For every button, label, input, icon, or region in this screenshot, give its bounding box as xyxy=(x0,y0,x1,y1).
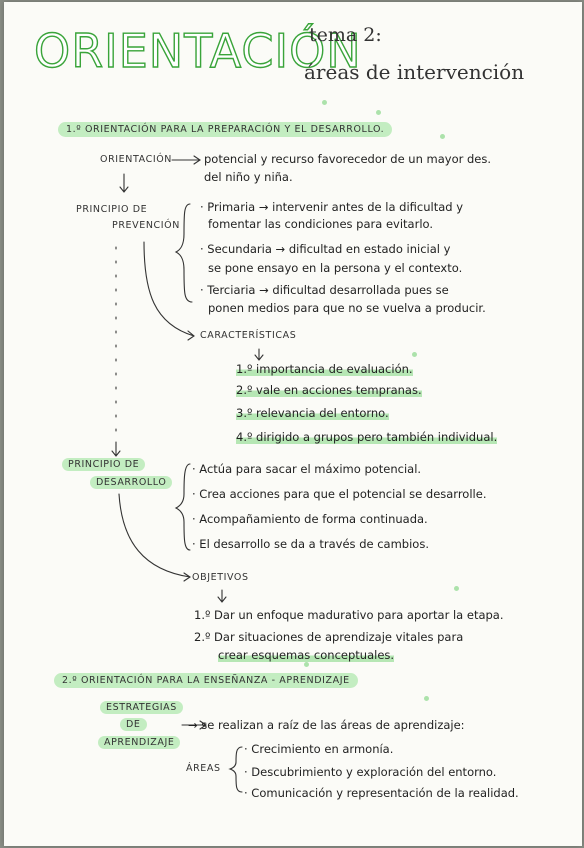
highlighter-dot xyxy=(322,100,327,105)
primaria-line2: fomentar las condiciones para evitarlo. xyxy=(208,217,434,231)
highlighter-dot xyxy=(304,662,309,667)
highlighter-dot xyxy=(454,586,459,591)
notebook-page: ORIENTACIÓN tema 2: áreas de intervenció… xyxy=(4,2,582,846)
terciaria-line2: ponen medios para que no se vuelva a pro… xyxy=(208,301,486,315)
section-1-heading: 1.º ORIENTACIÓN PARA LA PREPARACIÓN Y EL… xyxy=(58,122,393,137)
terciaria-line1: · Terciaria → dificultad desarrollada pu… xyxy=(200,283,449,297)
primaria-line1: · Primaria → intervenir antes de la difi… xyxy=(200,200,464,214)
estrategias-label-line3: APRENDIZAJE xyxy=(98,736,181,749)
topic-title: áreas de intervención xyxy=(304,60,525,84)
objetivo-item-continuation: crear esquemas conceptuales. xyxy=(218,648,395,662)
objetivo-item: 2.º Dar situaciones de aprendizaje vital… xyxy=(194,630,464,644)
desarrollo-label-line1: PRINCIPIO DE xyxy=(62,458,146,471)
prevencion-label-line2: PREVENCIÓN xyxy=(112,220,180,231)
area-item: · Descubrimiento y exploración del entor… xyxy=(244,765,497,779)
connector-lines xyxy=(111,155,264,793)
caracteristicas-label: CARACTERÍSTICAS xyxy=(200,330,297,341)
estrategias-label-line2: DE xyxy=(120,718,147,731)
highlighter-dot xyxy=(376,110,381,115)
desarrollo-item: · El desarrollo se da a través de cambio… xyxy=(192,537,429,551)
secundaria-line1: · Secundaria → dificultad en estado inic… xyxy=(200,242,451,256)
caracteristica-item: 1.º importancia de evaluación. xyxy=(236,362,413,376)
highlighter-dot xyxy=(412,352,417,357)
highlighter-dot xyxy=(424,696,429,701)
orientacion-label: ORIENTACIÓN xyxy=(100,154,173,165)
topic-number: tema 2: xyxy=(309,24,382,46)
objetivos-label: OBJETIVOS xyxy=(192,572,249,583)
estrategias-label-line1: ESTRATEGIAS xyxy=(100,701,183,714)
caracteristica-item: 3.º relevancia del entorno. xyxy=(236,406,389,420)
page-title: ORIENTACIÓN xyxy=(33,23,362,78)
caracteristica-item: 2.º vale en acciones tempranas. xyxy=(236,383,422,397)
prevencion-label-line1: PRINCIPIO DE xyxy=(76,204,148,215)
highlighter-dot xyxy=(440,134,445,139)
areas-label: ÁREAS xyxy=(186,763,221,774)
desarrollo-item: · Actúa para sacar el máximo potencial. xyxy=(192,462,422,476)
desarrollo-item: · Acompañamiento de forma continuada. xyxy=(192,512,428,526)
area-item: · Crecimiento en armonía. xyxy=(244,742,394,756)
secundaria-line2: se pone ensayo en la persona y el contex… xyxy=(208,261,463,275)
estrategias-text: → se realizan a raíz de las áreas de apr… xyxy=(188,718,465,732)
caracteristica-item: 4.º dirigido a grupos pero también indiv… xyxy=(236,430,498,444)
area-item: · Comunicación y representación de la re… xyxy=(244,786,519,800)
section-2-heading: 2.º ORIENTACIÓN PARA LA ENSEÑANZA - APRE… xyxy=(54,673,358,688)
desarrollo-label-line2: DESARROLLO xyxy=(90,476,173,489)
desarrollo-item: · Crea acciones para que el potencial se… xyxy=(192,487,487,501)
orientacion-text-2: del niño y niña. xyxy=(204,170,293,184)
orientacion-text-1: potencial y recurso favorecedor de un ma… xyxy=(204,152,492,166)
objetivo-item: 1.º Dar un enfoque madurativo para aport… xyxy=(194,608,504,622)
